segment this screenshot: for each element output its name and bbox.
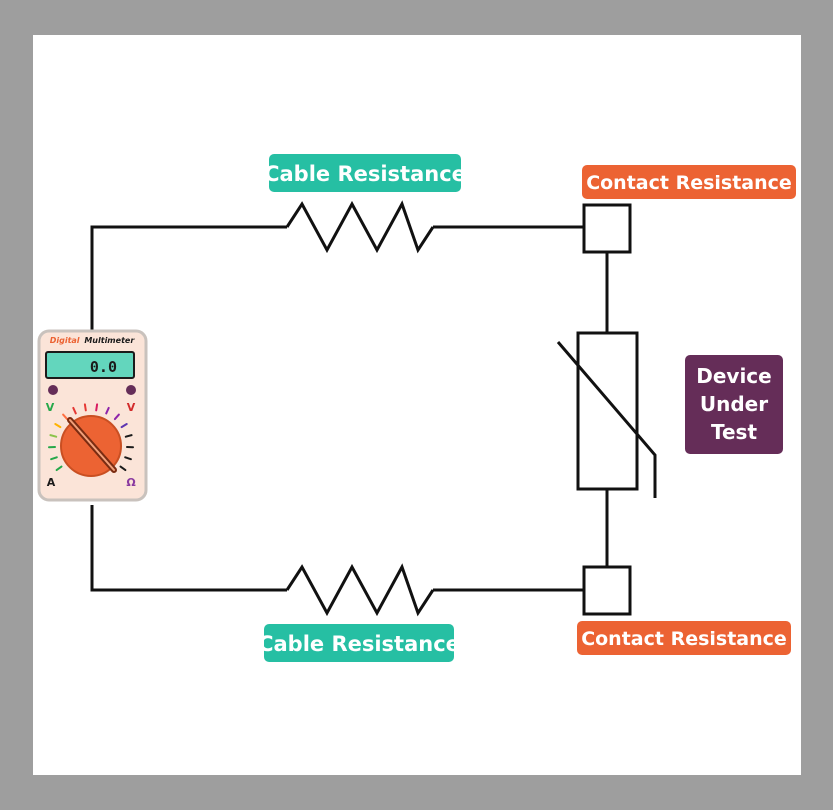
dial-tick [55,465,63,472]
contact-label-top-text: Contact Resistance [586,172,792,194]
cable-label-bottom-text: Cable Resistance [258,632,460,656]
contact-label-bottom: Contact Resistance [577,621,791,655]
dial-tick [119,465,127,472]
dial-tick [83,403,87,412]
dial-tick [62,413,69,421]
cable-label-bottom: Cable Resistance [258,624,460,662]
dial-tick [72,406,77,415]
multimeter-brand: Digital Multimeter [50,336,136,345]
dial-tick [49,434,58,438]
contact-label-top: Contact Resistance [582,165,796,199]
dial-tick [113,413,120,421]
device-label-line2: Under [700,392,768,416]
dial-tick [120,423,128,429]
multimeter: Digital Multimeter 0.0 V V A Ω [37,329,148,502]
multimeter-right-button [126,385,136,395]
multimeter-brand-word2: Multimeter [84,336,135,345]
device-label-line3: Test [711,420,757,444]
multimeter-mark-v-left: V [46,401,55,414]
device-label-line1: Device [696,364,771,388]
multimeter-display [45,351,135,379]
device-label: Device Under Test [685,355,783,454]
dial-tick [50,456,58,461]
multimeter-mark-ohm: Ω [126,476,136,489]
dial-tick [105,406,110,415]
dial-tick [54,423,62,429]
top-wire-left [90,225,287,330]
dial-tick [124,434,133,438]
cable-label-top-text: Cable Resistance [264,162,466,186]
multimeter-reading: 0.0 [90,358,117,376]
multimeter-mark-amp: A [47,476,56,489]
contact-label-bottom-text: Contact Resistance [581,628,787,650]
multimeter-brand-word1: Digital [50,336,80,345]
multimeter-dial-ticks [48,403,134,472]
wires [90,200,609,617]
bottom-contact-block [582,565,632,616]
multimeter-left-button [48,385,58,395]
bottom-resistor [285,563,435,617]
dial-tick [124,456,132,461]
top-contact-block [582,203,632,254]
device-under-test-symbol [556,331,657,498]
multimeter-mark-v-right: V [127,401,136,414]
bottom-wire-left [90,505,287,592]
top-resistor [285,200,435,254]
cable-label-top: Cable Resistance [264,154,466,192]
dial-tick [95,403,99,412]
